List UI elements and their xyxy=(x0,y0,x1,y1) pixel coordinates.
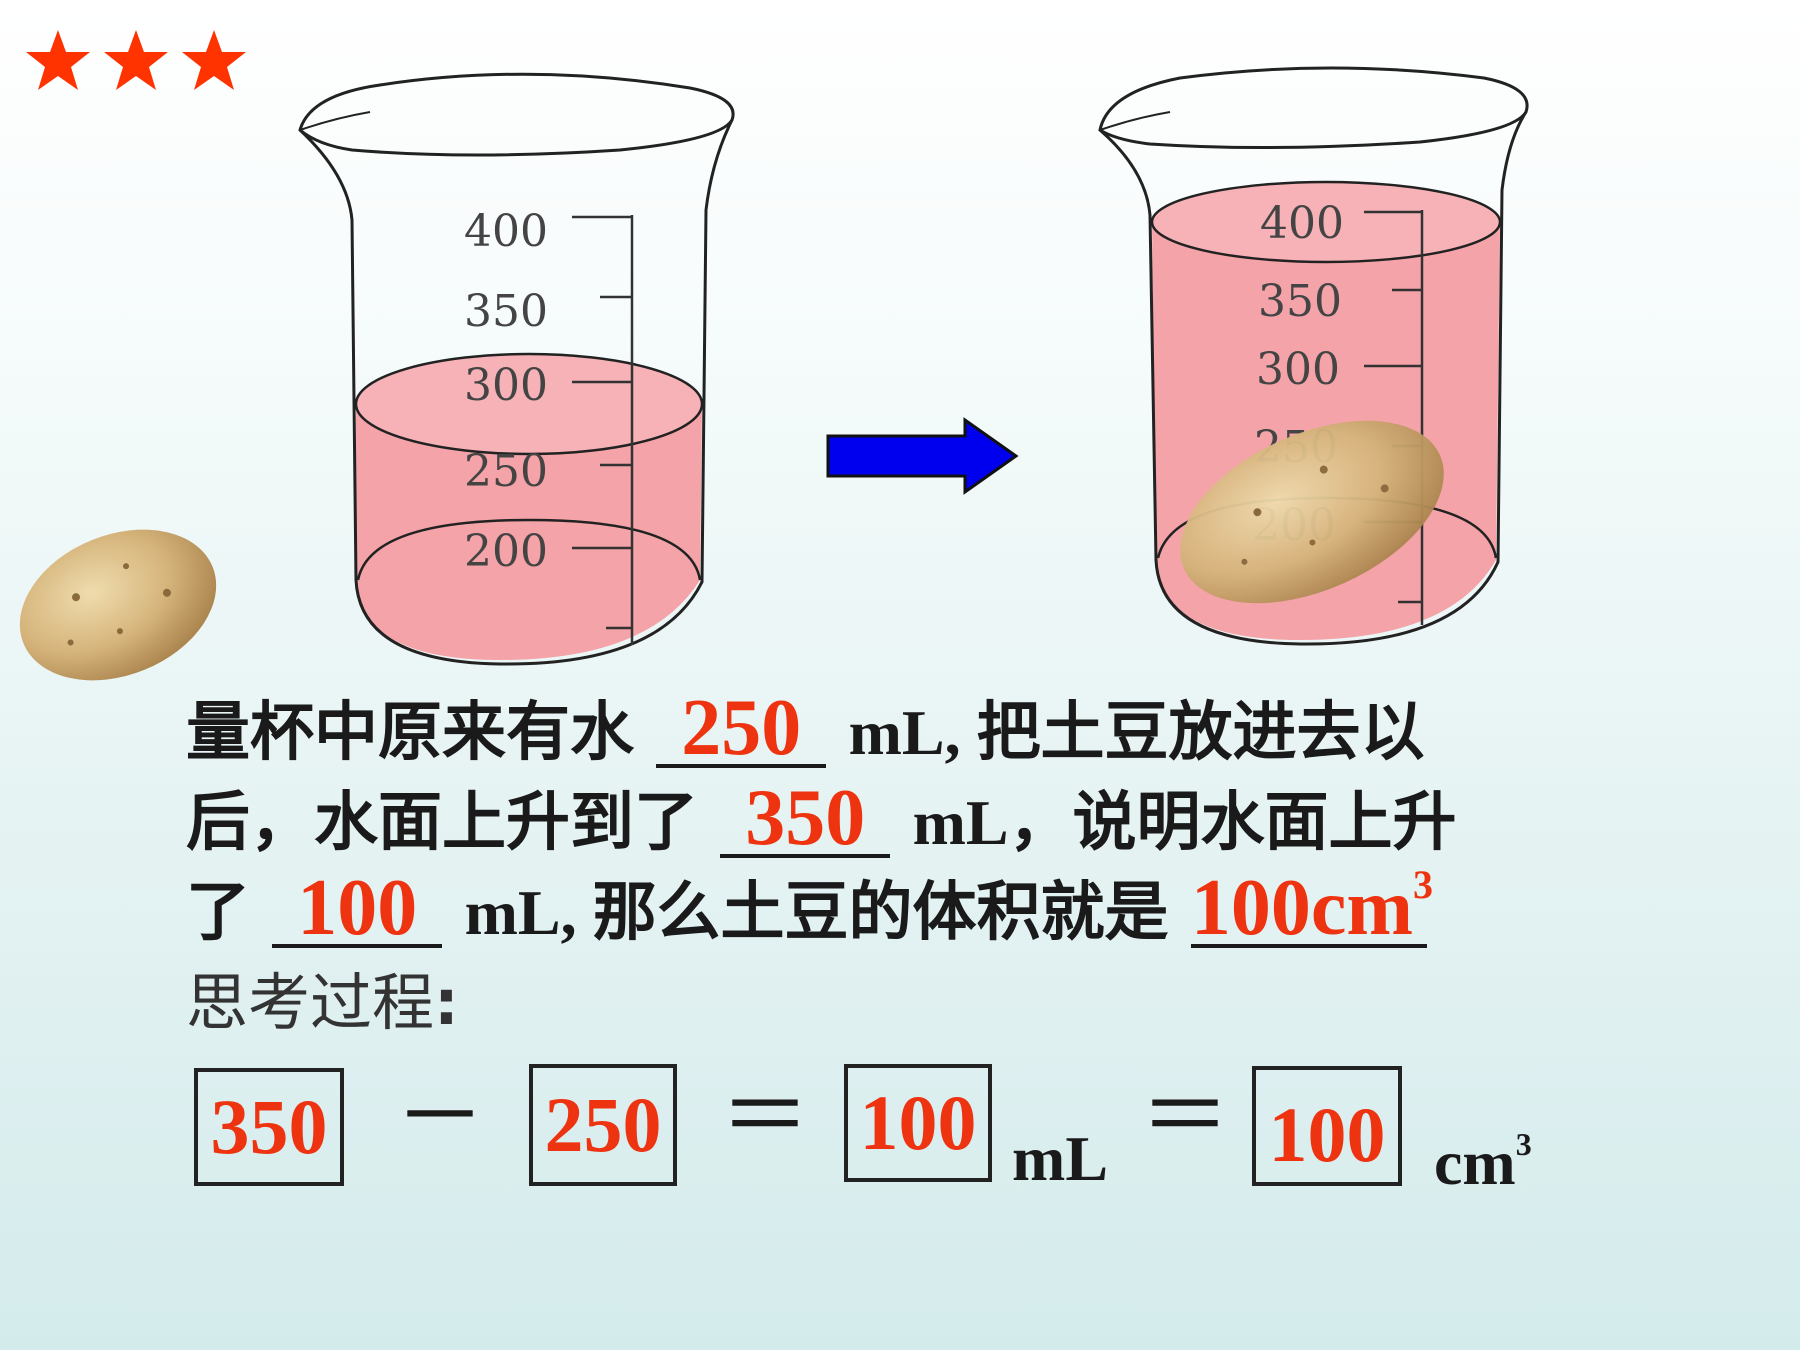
equals-sign-1: ＝ xyxy=(720,1064,810,1169)
beaker-illustration: 400 350 300 250 200 400 xyxy=(19,66,1529,681)
equals-sign-2: ＝ xyxy=(1140,1064,1230,1169)
left-beaker-liquid-surface xyxy=(354,352,704,456)
line1-text-a: 量杯中原来有水 xyxy=(186,696,634,770)
left-tick-300: 300 xyxy=(464,360,548,411)
potato-image xyxy=(19,529,217,681)
left-beaker-scale xyxy=(572,215,632,630)
thinking-label: 思考过程: xyxy=(186,958,1776,1048)
right-beaker: 400 350 300 250 200 xyxy=(1098,66,1529,646)
line2-text-b: mL，说明水面上升 xyxy=(912,787,1457,858)
equation-box-b: 250 xyxy=(529,1064,677,1186)
equation-unit-cm: cm xyxy=(1434,1127,1516,1198)
line3-text-b: mL, 那么土豆的体积就是 xyxy=(464,877,1169,948)
equation-box-c: 100 xyxy=(844,1064,992,1182)
answer-potato-volume: 100cm3 xyxy=(1190,865,1433,948)
right-tick-400: 400 xyxy=(1260,198,1344,249)
answer-volume-difference: 100 xyxy=(272,868,443,948)
left-beaker: 400 350 300 250 200 xyxy=(298,72,735,666)
equation-unit-exponent: 3 xyxy=(1515,1126,1532,1163)
minus-sign: － xyxy=(395,1064,485,1169)
thinking-label-text: 思考过程 xyxy=(186,966,435,1039)
left-tick-400: 400 xyxy=(464,206,548,257)
star-icon xyxy=(26,30,90,90)
left-tick-250: 250 xyxy=(464,446,548,497)
left-beaker-outline xyxy=(298,119,734,666)
answer-potato-volume-value: 100cm xyxy=(1190,864,1413,952)
answer-potato-volume-exponent: 3 xyxy=(1413,862,1433,907)
line1-text-b: mL, 把土豆放进去以 xyxy=(848,697,1425,768)
question-line-2: 后，水面上升到了 350 mL，说明水面上升 xyxy=(186,778,1776,868)
equation-unit-ml: mL xyxy=(1012,1123,1108,1194)
right-tick-350: 350 xyxy=(1258,276,1342,327)
star-icon xyxy=(104,30,168,90)
answer-initial-volume: 250 xyxy=(656,688,827,768)
right-arrow-icon xyxy=(826,417,1019,495)
question-line-3: 了 100 mL, 那么土豆的体积就是 100cm3 xyxy=(186,865,1776,958)
potato-in-beaker-image xyxy=(1180,420,1444,604)
equation-box-d: 100 xyxy=(1252,1066,1402,1186)
star-icon xyxy=(182,30,246,90)
line3-text-a: 了 xyxy=(186,876,250,950)
equation: 350 － 250 ＝ 100 mL ＝ 100 cm3 xyxy=(0,1040,1800,1240)
line2-text-a: 后，水面上升到了 xyxy=(186,786,698,860)
difficulty-stars xyxy=(26,30,246,90)
thinking-label-colon: : xyxy=(434,966,459,1039)
right-beaker-liquid-surface xyxy=(1150,180,1502,264)
question-line-1: 量杯中原来有水 250 mL, 把土豆放进去以 xyxy=(186,688,1776,778)
left-tick-350: 350 xyxy=(464,286,548,337)
equation-unit-cm3: cm3 xyxy=(1434,1126,1532,1200)
question-text: 量杯中原来有水 250 mL, 把土豆放进去以 后，水面上升到了 350 mL，… xyxy=(186,688,1776,1048)
answer-raised-volume: 350 xyxy=(720,778,891,858)
right-tick-300: 300 xyxy=(1256,344,1340,395)
right-beaker-outline xyxy=(1099,111,1528,646)
left-tick-200: 200 xyxy=(464,526,548,577)
equation-box-a: 350 xyxy=(194,1068,344,1186)
